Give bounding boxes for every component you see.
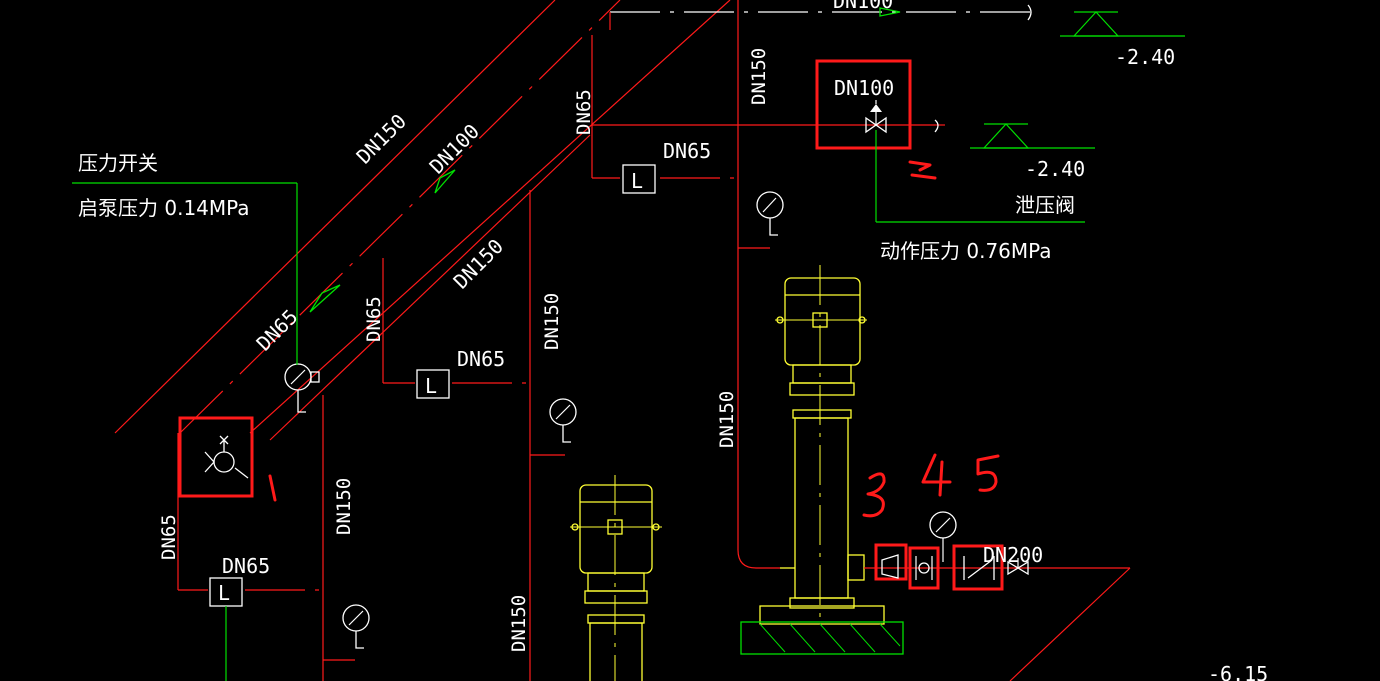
svg-text:L: L (425, 374, 437, 398)
relief-valve-icon (865, 116, 887, 134)
label-dn100-valve: DN100 (834, 76, 894, 100)
label-dn150-bottom-vert: DN150 (508, 595, 530, 652)
label-dn150-left-vert: DN150 (333, 478, 355, 535)
annotation-box-3[interactable] (874, 543, 908, 581)
pressure-switch-icon (213, 451, 235, 473)
flow-meter-box-mid (416, 369, 450, 399)
svg-text:L: L (218, 581, 230, 605)
annotation-box-2[interactable] (815, 59, 912, 150)
label-dn65-left-vert: DN65 (158, 514, 180, 560)
label-dn65-left-horiz: DN65 (222, 554, 270, 578)
annotation-box-5[interactable] (952, 544, 1004, 591)
handwritten-3 (862, 472, 886, 518)
reducer-icon (881, 554, 899, 579)
annotation-box-1[interactable] (178, 416, 254, 498)
flow-meter-box-top (622, 164, 656, 194)
label-dn65-vert: DN65 (573, 89, 595, 135)
label-dn150-vert-mid: DN150 (541, 293, 563, 350)
annotation-box-4[interactable] (908, 546, 940, 590)
label-dn100-diag: DN100 (425, 119, 485, 179)
handwritten-4 (921, 453, 952, 497)
note-start-pressure: 启泵压力 0.14MPa (78, 196, 250, 220)
elevation-mid: -2.40 (1025, 157, 1085, 181)
pump-suction-bend (737, 549, 780, 569)
label-dn65-horiz-mid: DN65 (457, 347, 505, 371)
label-dn65-horiz: DN65 (663, 139, 711, 163)
flow-arrow-icon (879, 7, 901, 17)
diag-pipe-inner (249, 0, 731, 434)
flexible-joint-icon (918, 562, 930, 574)
label-dn100-top: DN100 (833, 0, 893, 13)
handwritten-1 (268, 474, 277, 502)
flow-arrow-icon (309, 284, 341, 313)
handwritten-2 (908, 160, 937, 180)
diag-pipe-outer (114, 0, 556, 434)
label-dn65-vert-mid: DN65 (363, 296, 385, 342)
elevation-top: -2.40 (1115, 45, 1175, 69)
vertical-pump-right (740, 265, 904, 655)
flow-arrow-icon (434, 169, 456, 194)
diag-pipe-lower (269, 134, 591, 441)
label-dn150-diag: DN150 (352, 109, 412, 169)
label-dn150-diag-low: DN150 (449, 234, 509, 294)
pipe-break-icon (1027, 4, 1032, 21)
label-dn150-vert-right: DN150 (716, 391, 738, 448)
meter-L-glyph: L (631, 169, 643, 193)
note-relief-valve: 泄压阀 (1015, 193, 1075, 217)
note-pressure-switch: 压力开关 (78, 151, 158, 175)
label-dn200: DN200 (983, 543, 1043, 567)
label-dn150-vert: DN150 (748, 48, 770, 105)
note-action-pressure: 动作压力 0.76MPa (880, 239, 1052, 263)
label-dn65-diag: DN65 (252, 305, 303, 356)
check-valve-icon (963, 556, 995, 580)
elevation-bottom: -6.15 (1208, 662, 1268, 681)
vertical-pump-mid (570, 475, 662, 681)
gate-valve-icon (1007, 560, 1029, 576)
handwritten-5 (976, 454, 1000, 492)
diag-pipe-centerline (179, 0, 621, 434)
